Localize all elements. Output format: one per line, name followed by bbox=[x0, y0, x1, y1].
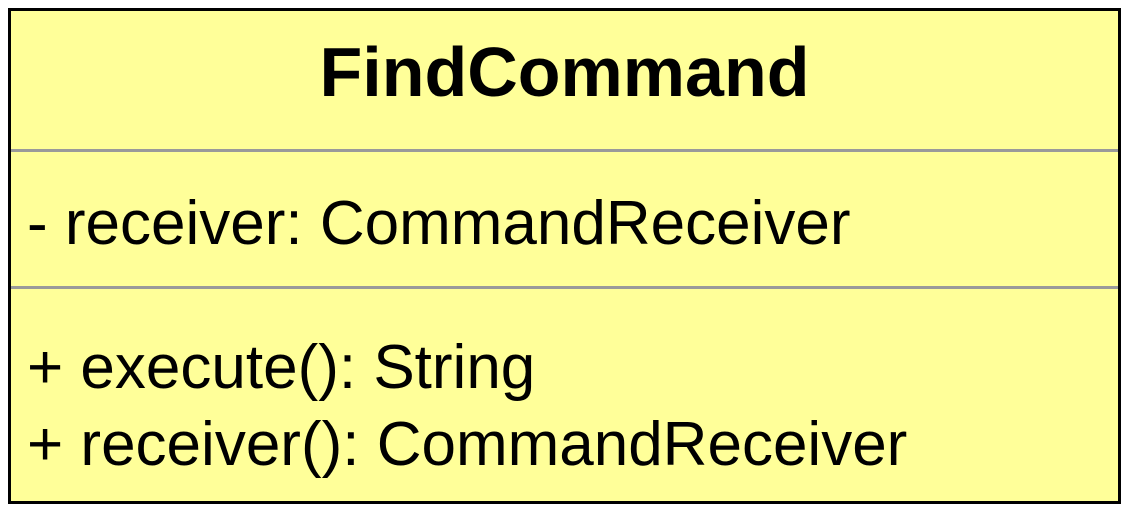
attribute-receiver: - receiver: CommandReceiver bbox=[27, 189, 851, 258]
class-name: FindCommand bbox=[319, 33, 810, 111]
uml-class-box: FindCommand - receiver: CommandReceiver … bbox=[8, 8, 1121, 504]
class-name-compartment: FindCommand bbox=[11, 11, 1118, 152]
operation-execute: + execute(): String bbox=[27, 333, 536, 402]
operations-compartment: + execute(): String + receiver(): Comman… bbox=[11, 289, 1118, 501]
attributes-compartment: - receiver: CommandReceiver bbox=[11, 155, 1118, 289]
operation-receiver: + receiver(): CommandReceiver bbox=[27, 410, 908, 479]
